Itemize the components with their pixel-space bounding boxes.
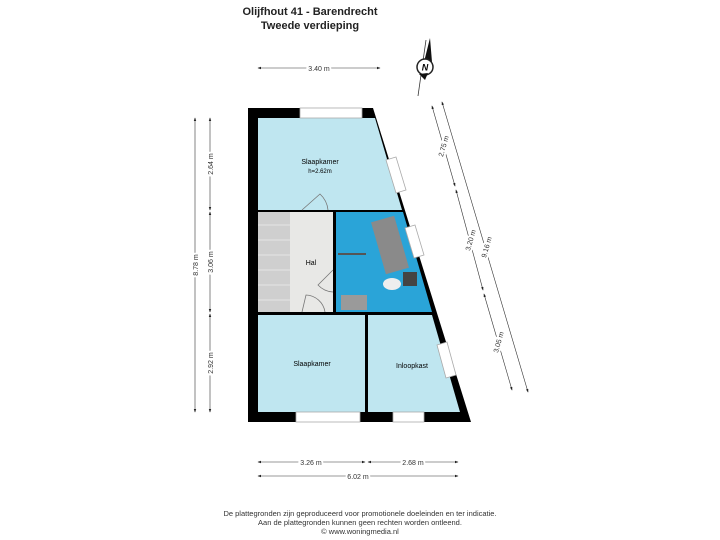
north-arrow-icon: N xyxy=(416,38,434,97)
disclaimer-line-1: De plattegronden zijn geproduceerd voor … xyxy=(223,509,497,518)
floor-name: Tweede verdieping xyxy=(260,20,360,32)
dim-right-3: 3.05 m xyxy=(493,331,506,354)
room-height: h=2.62m xyxy=(308,169,332,175)
dim-left-total: 8.78 m xyxy=(193,254,200,276)
shower-tray xyxy=(341,295,367,310)
dim-left-2: 3.06 m xyxy=(208,251,215,273)
room-label: Slaapkamer xyxy=(301,159,339,166)
copyright: © www.woningmedia.nl xyxy=(321,527,399,536)
room-slaapkamer-top xyxy=(258,118,402,210)
dim-left-1: 2.64 m xyxy=(208,153,215,175)
stair-steps xyxy=(258,224,290,301)
room-label: Slaapkamer xyxy=(293,361,331,368)
plan-title: Olijfhout 41 - Barendrecht xyxy=(242,6,378,18)
room-slaapkamer-bottom xyxy=(258,315,365,412)
dim-bottom-total: 6.02 m xyxy=(347,474,369,481)
room-hal xyxy=(290,212,333,312)
sink xyxy=(403,272,417,286)
room-label: Inloopkast xyxy=(396,363,428,370)
dimension-lines xyxy=(193,66,529,478)
dim-right-1: 2.75 m xyxy=(438,135,451,158)
dim-top: 3.40 m xyxy=(308,66,330,73)
room-inloopkast xyxy=(368,315,460,412)
compass-label: N xyxy=(422,63,429,73)
bathtub xyxy=(371,215,409,275)
room-label: Hal xyxy=(306,260,317,267)
dim-bottom-2: 2.68 m xyxy=(402,460,424,467)
dim-bottom-1: 3.26 m xyxy=(300,460,322,467)
doors xyxy=(301,193,334,313)
dim-left-3: 2.92 m xyxy=(208,352,215,374)
toilet xyxy=(383,278,401,290)
dim-right-2: 3.20 m xyxy=(465,229,478,252)
stairs xyxy=(258,212,290,312)
disclaimer-line-2: Aan de plattegronden kunnen geen rechten… xyxy=(258,518,462,527)
